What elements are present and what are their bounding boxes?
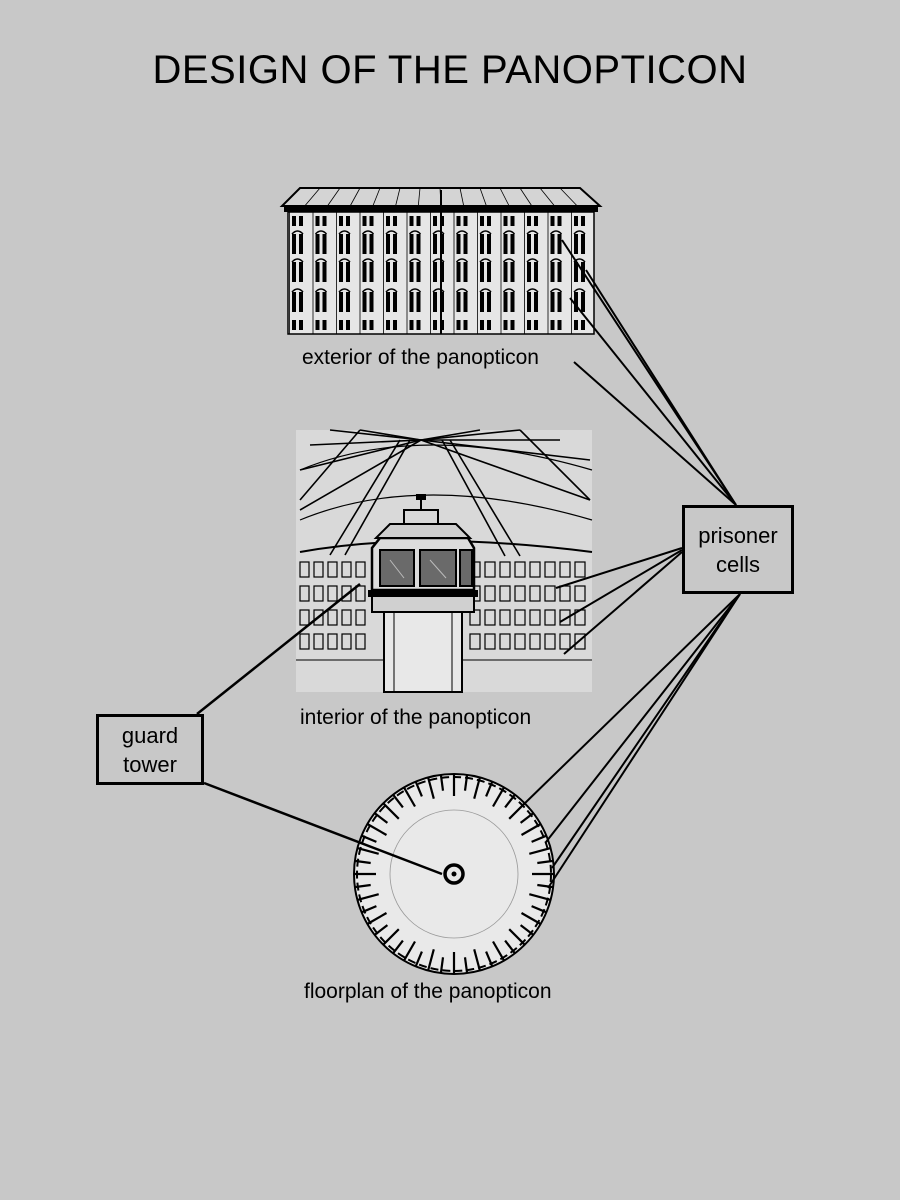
leader-lines	[196, 239, 741, 889]
prisoner-cells-label-line1: prisoner	[698, 522, 778, 548]
prisoner-cells-label-line2: cells	[715, 551, 760, 577]
exterior-caption: exterior of the panopticon	[302, 346, 539, 369]
guard-tower-callout: guard tower	[96, 714, 204, 785]
floorplan-illustration	[353, 773, 555, 975]
guard-tower-label-line2: tower	[123, 751, 177, 777]
exterior-illustration	[279, 187, 603, 335]
interior-caption: interior of the panopticon	[300, 706, 532, 729]
diagram-title: DESIGN OF THE PANOPTICON	[152, 48, 748, 92]
prisoner-cells-callout: prisoner cells	[682, 505, 794, 594]
guard-tower-label-line1: guard	[121, 722, 179, 748]
interior-illustration	[296, 429, 593, 693]
floorplan-caption: floorplan of the panopticon	[304, 980, 552, 1003]
